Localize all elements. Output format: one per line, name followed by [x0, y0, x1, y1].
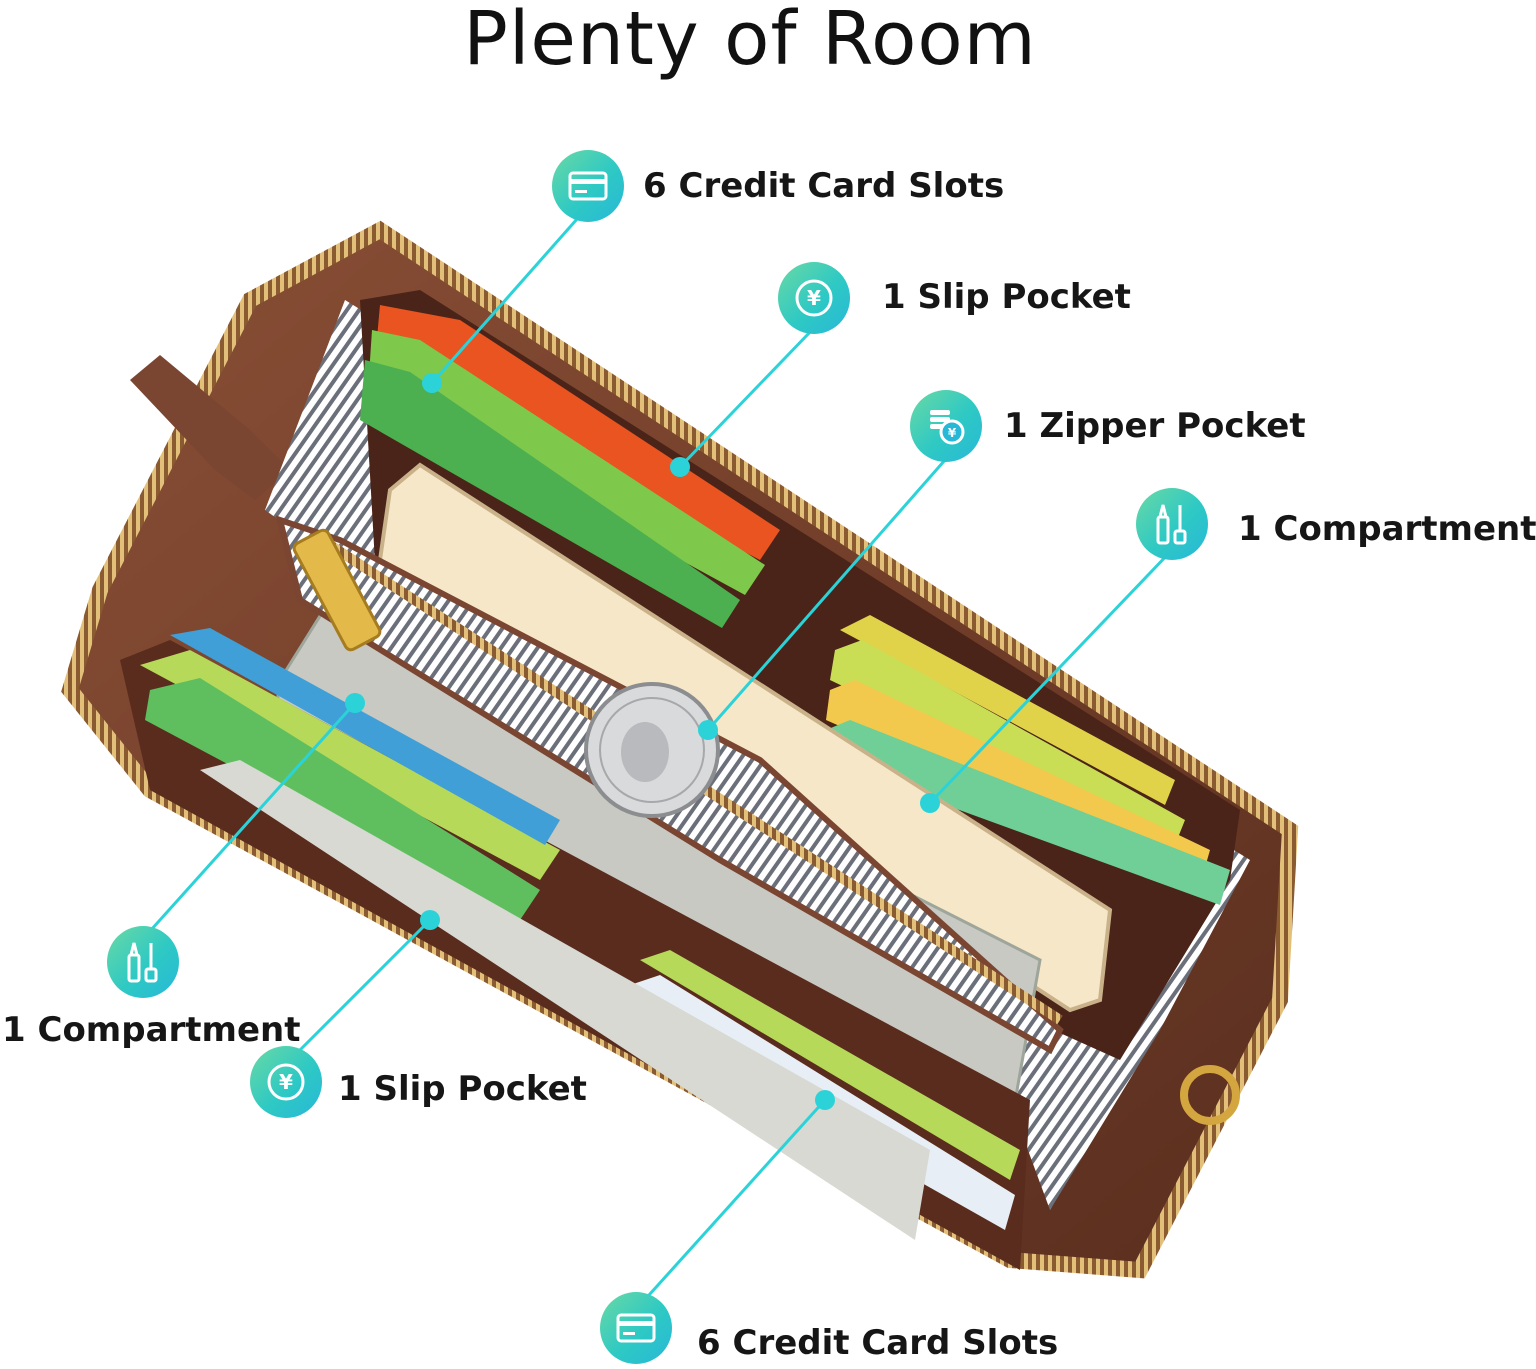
- cosmetics-icon: [107, 926, 179, 998]
- callout-label-card-slots-top: 6 Credit Card Slots: [643, 166, 1005, 206]
- callout-anchor-dots: [345, 373, 940, 1110]
- callout-label-zipper-pocket: 1 Zipper Pocket: [1004, 406, 1306, 446]
- zipper-pull: [292, 528, 382, 652]
- callout-label-compartment-left: 1 Compartment: [2, 1010, 301, 1050]
- svg-text:¥: ¥: [807, 286, 821, 310]
- quarter-coin: [584, 682, 720, 818]
- callout-label-card-slots-bottom: 6 Credit Card Slots: [697, 1323, 1059, 1363]
- callout-label-compartment-right: 1 Compartment: [1238, 509, 1536, 549]
- strap-tab: [130, 355, 290, 500]
- page-title: Plenty of Room: [463, 0, 1037, 82]
- coins-icon: ¥: [910, 390, 982, 462]
- front-cash: [200, 760, 930, 1240]
- yen-coin-icon: ¥: [778, 262, 850, 334]
- credit-card-icon: [552, 150, 624, 222]
- svg-text:¥: ¥: [948, 426, 957, 440]
- yen-coin-icon: ¥: [250, 1046, 322, 1118]
- strap-ring: [1180, 1065, 1240, 1125]
- credit-card-icon: [600, 1292, 672, 1364]
- callout-label-slip-pocket-bottom: 1 Slip Pocket: [338, 1069, 587, 1109]
- cosmetics-icon: [1136, 488, 1208, 560]
- callout-label-slip-pocket-top: 1 Slip Pocket: [882, 277, 1131, 317]
- wallet-illustration: [61, 209, 1299, 1307]
- svg-text:¥: ¥: [279, 1070, 293, 1094]
- back-card-slots: [360, 305, 1230, 905]
- callout-leader-lines: [140, 209, 1174, 1307]
